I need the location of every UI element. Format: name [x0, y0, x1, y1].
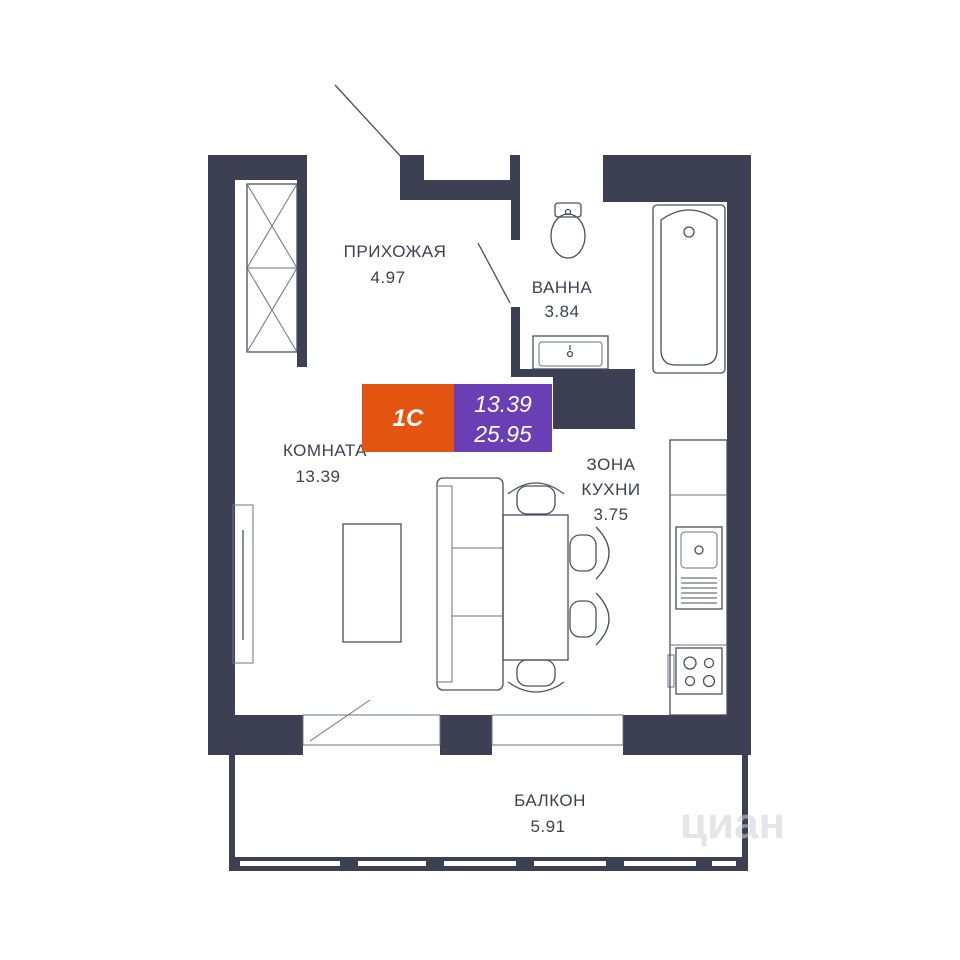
watermark-text: циан	[680, 799, 785, 848]
living-area: 13.39	[474, 391, 532, 417]
coffee-table	[342, 523, 402, 643]
total-area: 25.95	[473, 421, 532, 447]
wall-left	[208, 155, 235, 755]
toilet	[550, 202, 586, 259]
apartment-type: 1С	[393, 405, 424, 432]
balcony-name: БАЛКОН	[514, 791, 586, 810]
badge-area-box	[454, 384, 552, 452]
hallway-area: 4.97	[370, 268, 405, 287]
balcony-windows	[240, 861, 736, 866]
chair-right-1	[569, 526, 610, 580]
room-area: 13.39	[295, 467, 340, 486]
chair-right-2	[569, 592, 610, 646]
walls	[208, 155, 751, 871]
wardrobe	[246, 183, 298, 353]
chair-bottom	[507, 659, 565, 693]
room-window	[232, 504, 254, 664]
bathroom-door-swing	[477, 242, 511, 304]
chair-top	[507, 482, 565, 515]
hallway-name: ПРИХОЖАЯ	[344, 242, 447, 261]
label-bathroom: ВАННА 3.84	[532, 278, 593, 321]
room-name: КОМНАТА	[283, 441, 367, 460]
dining-table	[502, 514, 569, 661]
kitchen-area: 3.75	[593, 505, 628, 524]
dining-chairs	[507, 482, 610, 693]
kitchen-sink	[675, 526, 723, 610]
kitchen-counter	[669, 439, 728, 716]
label-hallway: ПРИХОЖАЯ 4.97	[344, 242, 447, 287]
balcony-door	[302, 699, 624, 746]
kitchen-name-line2: КУХНИ	[581, 480, 640, 499]
balcony-area: 5.91	[530, 817, 565, 836]
kitchen-window	[667, 654, 675, 688]
bathroom-sink	[532, 335, 609, 370]
kitchen-name-line1: ЗОНА	[587, 455, 636, 474]
label-balcony: БАЛКОН 5.91	[514, 791, 586, 836]
bathroom-area: 3.84	[544, 302, 579, 321]
entrance-door-swing	[334, 84, 405, 161]
label-kitchen: ЗОНА КУХНИ 3.75	[581, 455, 640, 524]
bathroom-name: ВАННА	[532, 278, 593, 297]
apartment-badge: 1С 13.39 25.95	[362, 384, 552, 452]
sofa	[436, 477, 504, 691]
bathtub	[652, 204, 726, 374]
badge-type-box	[362, 384, 454, 452]
label-room: КОМНАТА 13.39	[283, 441, 367, 486]
stove	[675, 647, 723, 695]
